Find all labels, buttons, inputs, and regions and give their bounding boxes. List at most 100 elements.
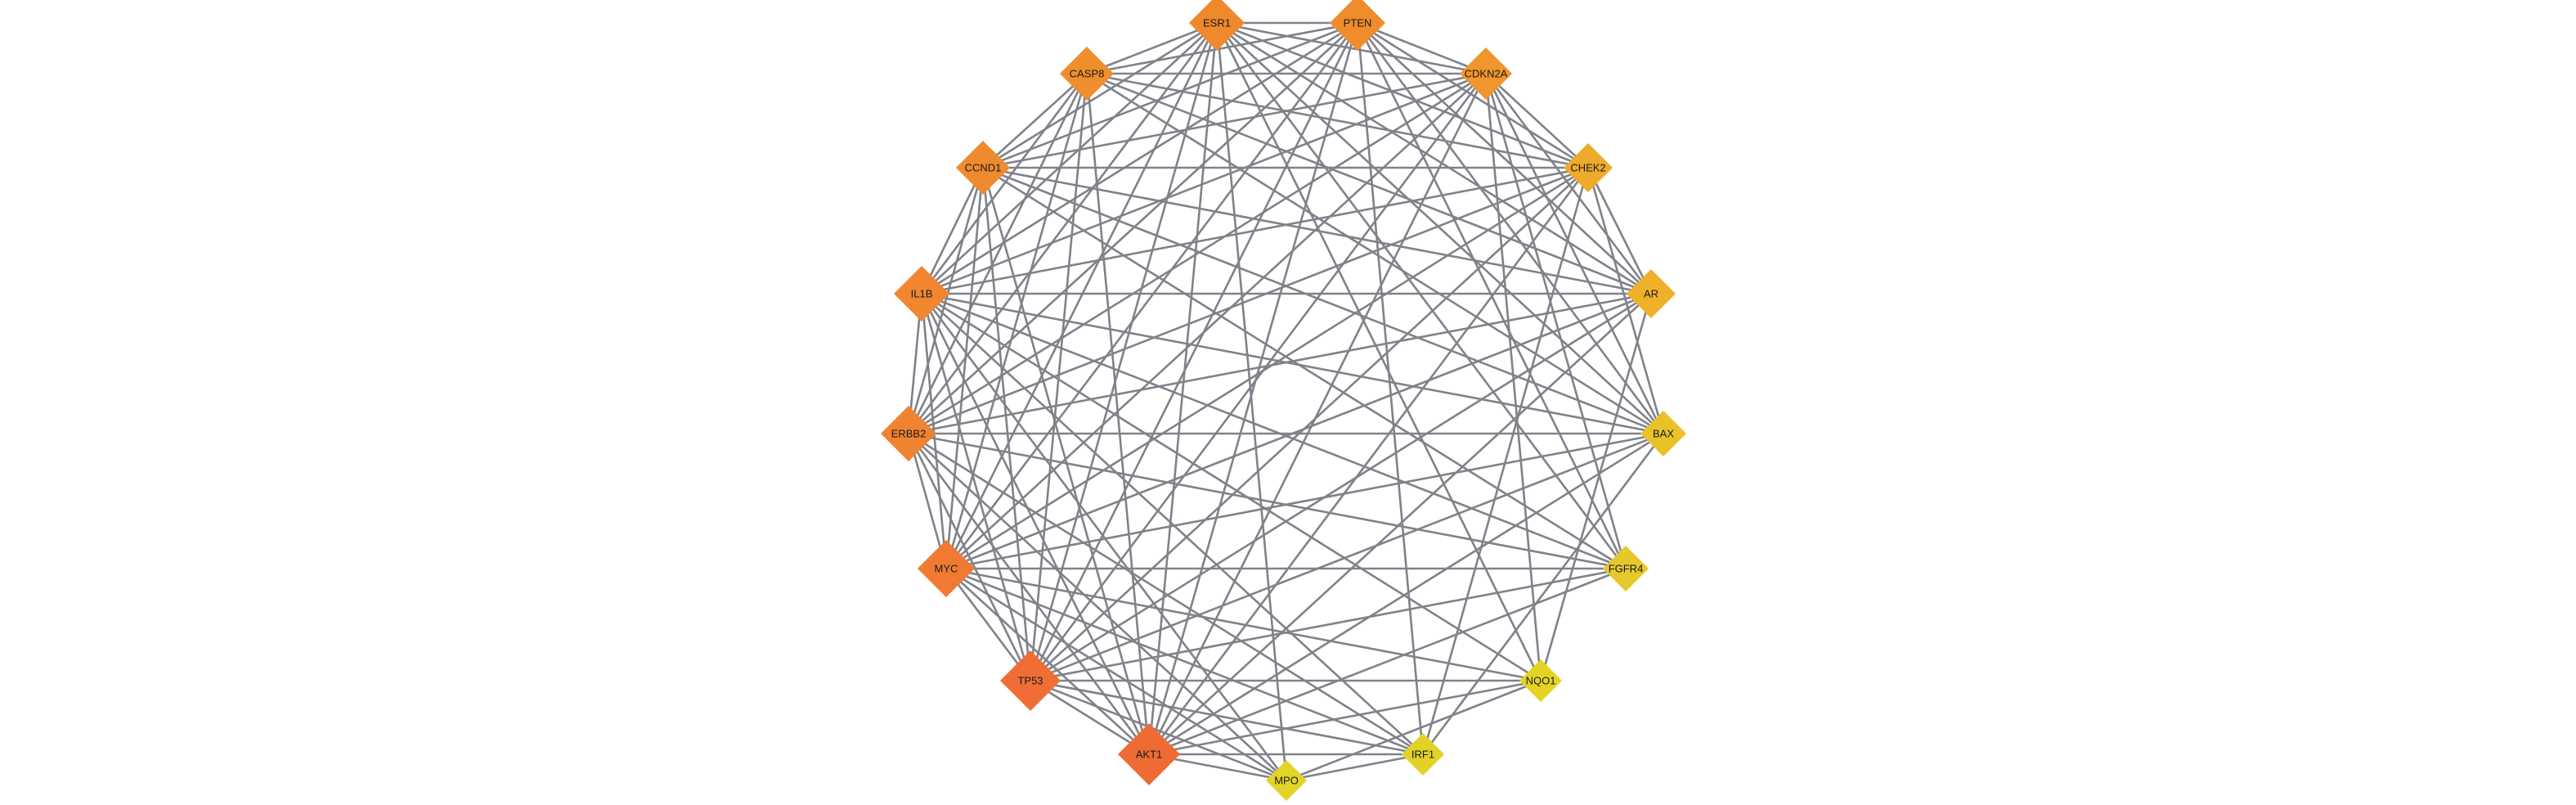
node-diamond-shape [1118,723,1180,785]
node-diamond-shape [1627,269,1676,318]
edge-pten-ar [1357,22,1652,295]
node-diamond-shape [1000,650,1061,711]
node-akt1[interactable]: AKT1 [1118,723,1180,785]
edge-irf1-mpo [1286,753,1424,782]
edge-chek2-irf1 [1421,167,1590,755]
edge-mpo-erbb2 [908,433,1287,781]
edge-chek2-erbb2 [908,166,1589,435]
edge-fgfr4-akt1 [1148,567,1627,756]
node-label: AR [1644,288,1658,300]
edge-nqo1-akt1 [1148,679,1542,756]
node-diamond-shape [881,406,936,461]
edge-nqo1-il1b [921,292,1542,682]
edge-tp53-erbb2 [907,433,1032,681]
edge-irf1-erbb2 [908,432,1424,756]
node-mpo[interactable]: MPO [1266,760,1307,801]
edge-esr1-erbb2 [907,22,1218,434]
edge-erbb2-casp8 [907,73,1088,434]
node-erbb2[interactable]: ERBB2 [881,406,936,461]
node-diamond-shape [1330,0,1385,51]
edge-chek2-il1b [921,166,1589,295]
node-bax[interactable]: BAX [1640,411,1686,456]
edge-esr1-fgfr4 [1215,22,1627,569]
node-il1b[interactable]: IL1B [894,266,949,322]
edge-ar-myc [945,292,1652,570]
edge-cdkn2a-fgfr4 [1484,73,1627,569]
edge-bax-casp8 [1086,72,1664,435]
edge-cdkn2a-nqo1 [1484,73,1542,681]
node-diamond-shape [956,141,1010,195]
edge-cdkn2a-il1b [921,72,1487,295]
node-label: IL1B [911,288,933,300]
edge-bax-tp53 [1030,432,1664,682]
edge-akt1-il1b [920,293,1151,755]
edge-bax-myc [945,432,1664,570]
edge-nqo1-myc [945,567,1542,682]
node-label: BAX [1653,428,1674,440]
edge-mpo-il1b [920,293,1288,781]
node-fgfr4[interactable]: FGFR4 [1603,546,1649,591]
edge-ar-nqo1 [1539,293,1653,681]
node-irf1[interactable]: IRF1 [1402,733,1444,776]
node-diamond-shape [1266,760,1307,801]
node-diamond-shape [1564,143,1613,192]
node-esr1[interactable]: ESR1 [1189,0,1245,51]
edge-esr1-chek2 [1216,21,1589,169]
node-diamond-shape [1519,659,1562,702]
edge-ccnd1-casp8 [982,73,1088,169]
edge-nqo1-mpo [1286,679,1542,782]
node-pten[interactable]: PTEN [1330,0,1385,51]
edge-myc-ccnd1 [945,167,985,569]
node-diamond-shape [1060,47,1114,101]
node-label: ESR1 [1203,17,1231,29]
edge-erbb2-ccnd1 [907,167,985,434]
edge-ar-akt1 [1148,293,1652,755]
edge-bax-il1b [921,292,1664,435]
edge-chek2-ar [1586,167,1653,295]
edge-esr1-tp53 [1029,22,1218,681]
edge-bax-akt1 [1148,432,1664,756]
edge-myc-erbb2 [907,433,948,569]
node-label: FGFR4 [1609,563,1644,575]
edge-ar-erbb2 [908,292,1652,435]
node-myc[interactable]: MYC [918,540,975,597]
edge-akt1-casp8 [1085,73,1151,755]
node-label: CCND1 [965,162,1002,174]
edge-chek2-bax [1586,167,1665,434]
edge-chek2-tp53 [1030,167,1589,681]
edge-pten-tp53 [1029,22,1359,681]
edge-irf1-tp53 [1030,679,1424,756]
edge-il1b-casp8 [920,73,1088,295]
edge-cdkn2a-chek2 [1485,73,1589,169]
node-label: CHEK2 [1570,162,1605,174]
edge-akt1-erbb2 [907,433,1151,755]
node-tp53[interactable]: TP53 [1000,650,1061,711]
edge-esr1-bax [1216,22,1664,434]
node-label: IRF1 [1411,749,1434,761]
edge-akt1-myc [945,568,1150,755]
edge-cdkn2a-bax [1484,73,1665,434]
node-ar[interactable]: AR [1627,269,1676,318]
node-label: NQO1 [1526,675,1556,687]
node-label: MPO [1274,775,1299,787]
edge-irf1-il1b [921,293,1424,755]
node-casp8[interactable]: CASP8 [1060,47,1114,101]
node-diamond-shape [918,540,975,597]
edge-tp53-myc [945,568,1032,681]
edge-pten-casp8 [1086,21,1358,75]
node-label: ERBB2 [891,428,927,440]
edge-akt1-tp53 [1030,679,1150,756]
edge-pten-ccnd1 [982,21,1358,169]
node-ccnd1[interactable]: CCND1 [956,141,1010,195]
node-label: CDKN2A [1465,68,1508,80]
edge-fgfr4-erbb2 [908,432,1627,570]
edge-chek2-myc [945,166,1589,570]
edge-pten-erbb2 [908,22,1358,434]
node-cdkn2a[interactable]: CDKN2A [1460,47,1512,100]
edge-fgfr4-il1b [921,292,1627,570]
node-chek2[interactable]: CHEK2 [1564,143,1613,192]
edge-ar-tp53 [1030,292,1652,682]
node-nqo1[interactable]: NQO1 [1519,659,1562,702]
